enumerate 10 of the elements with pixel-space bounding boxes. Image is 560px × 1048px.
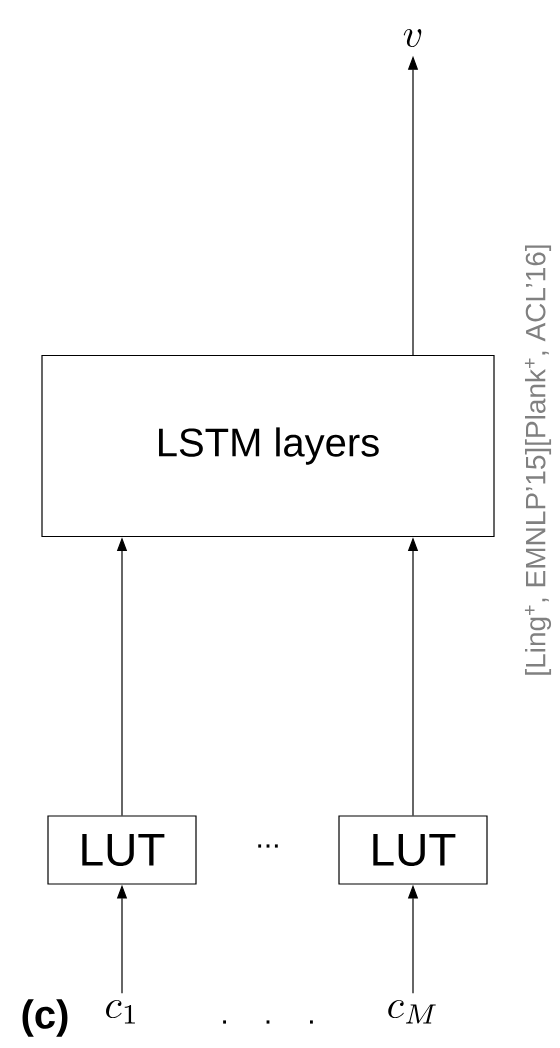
process-box: LSTM layers: [41, 354, 495, 538]
ellipsis: ...: [258, 844, 278, 848]
process-box: LUT: [338, 815, 488, 885]
math-symbol: $c_M$: [388, 999, 436, 1024]
panel-letter: (c): [22, 999, 68, 1037]
math-symbol: $c_1$: [106, 999, 135, 1024]
math-symbol: $v$: [403, 28, 422, 48]
process-box: LUT: [47, 815, 197, 885]
ellipsis: . . .: [223, 1020, 313, 1024]
citation-text: [Ling$^{+}$, EMNLP’15][Plank$^{+}$, ACL’16]: [524, 245, 552, 675]
